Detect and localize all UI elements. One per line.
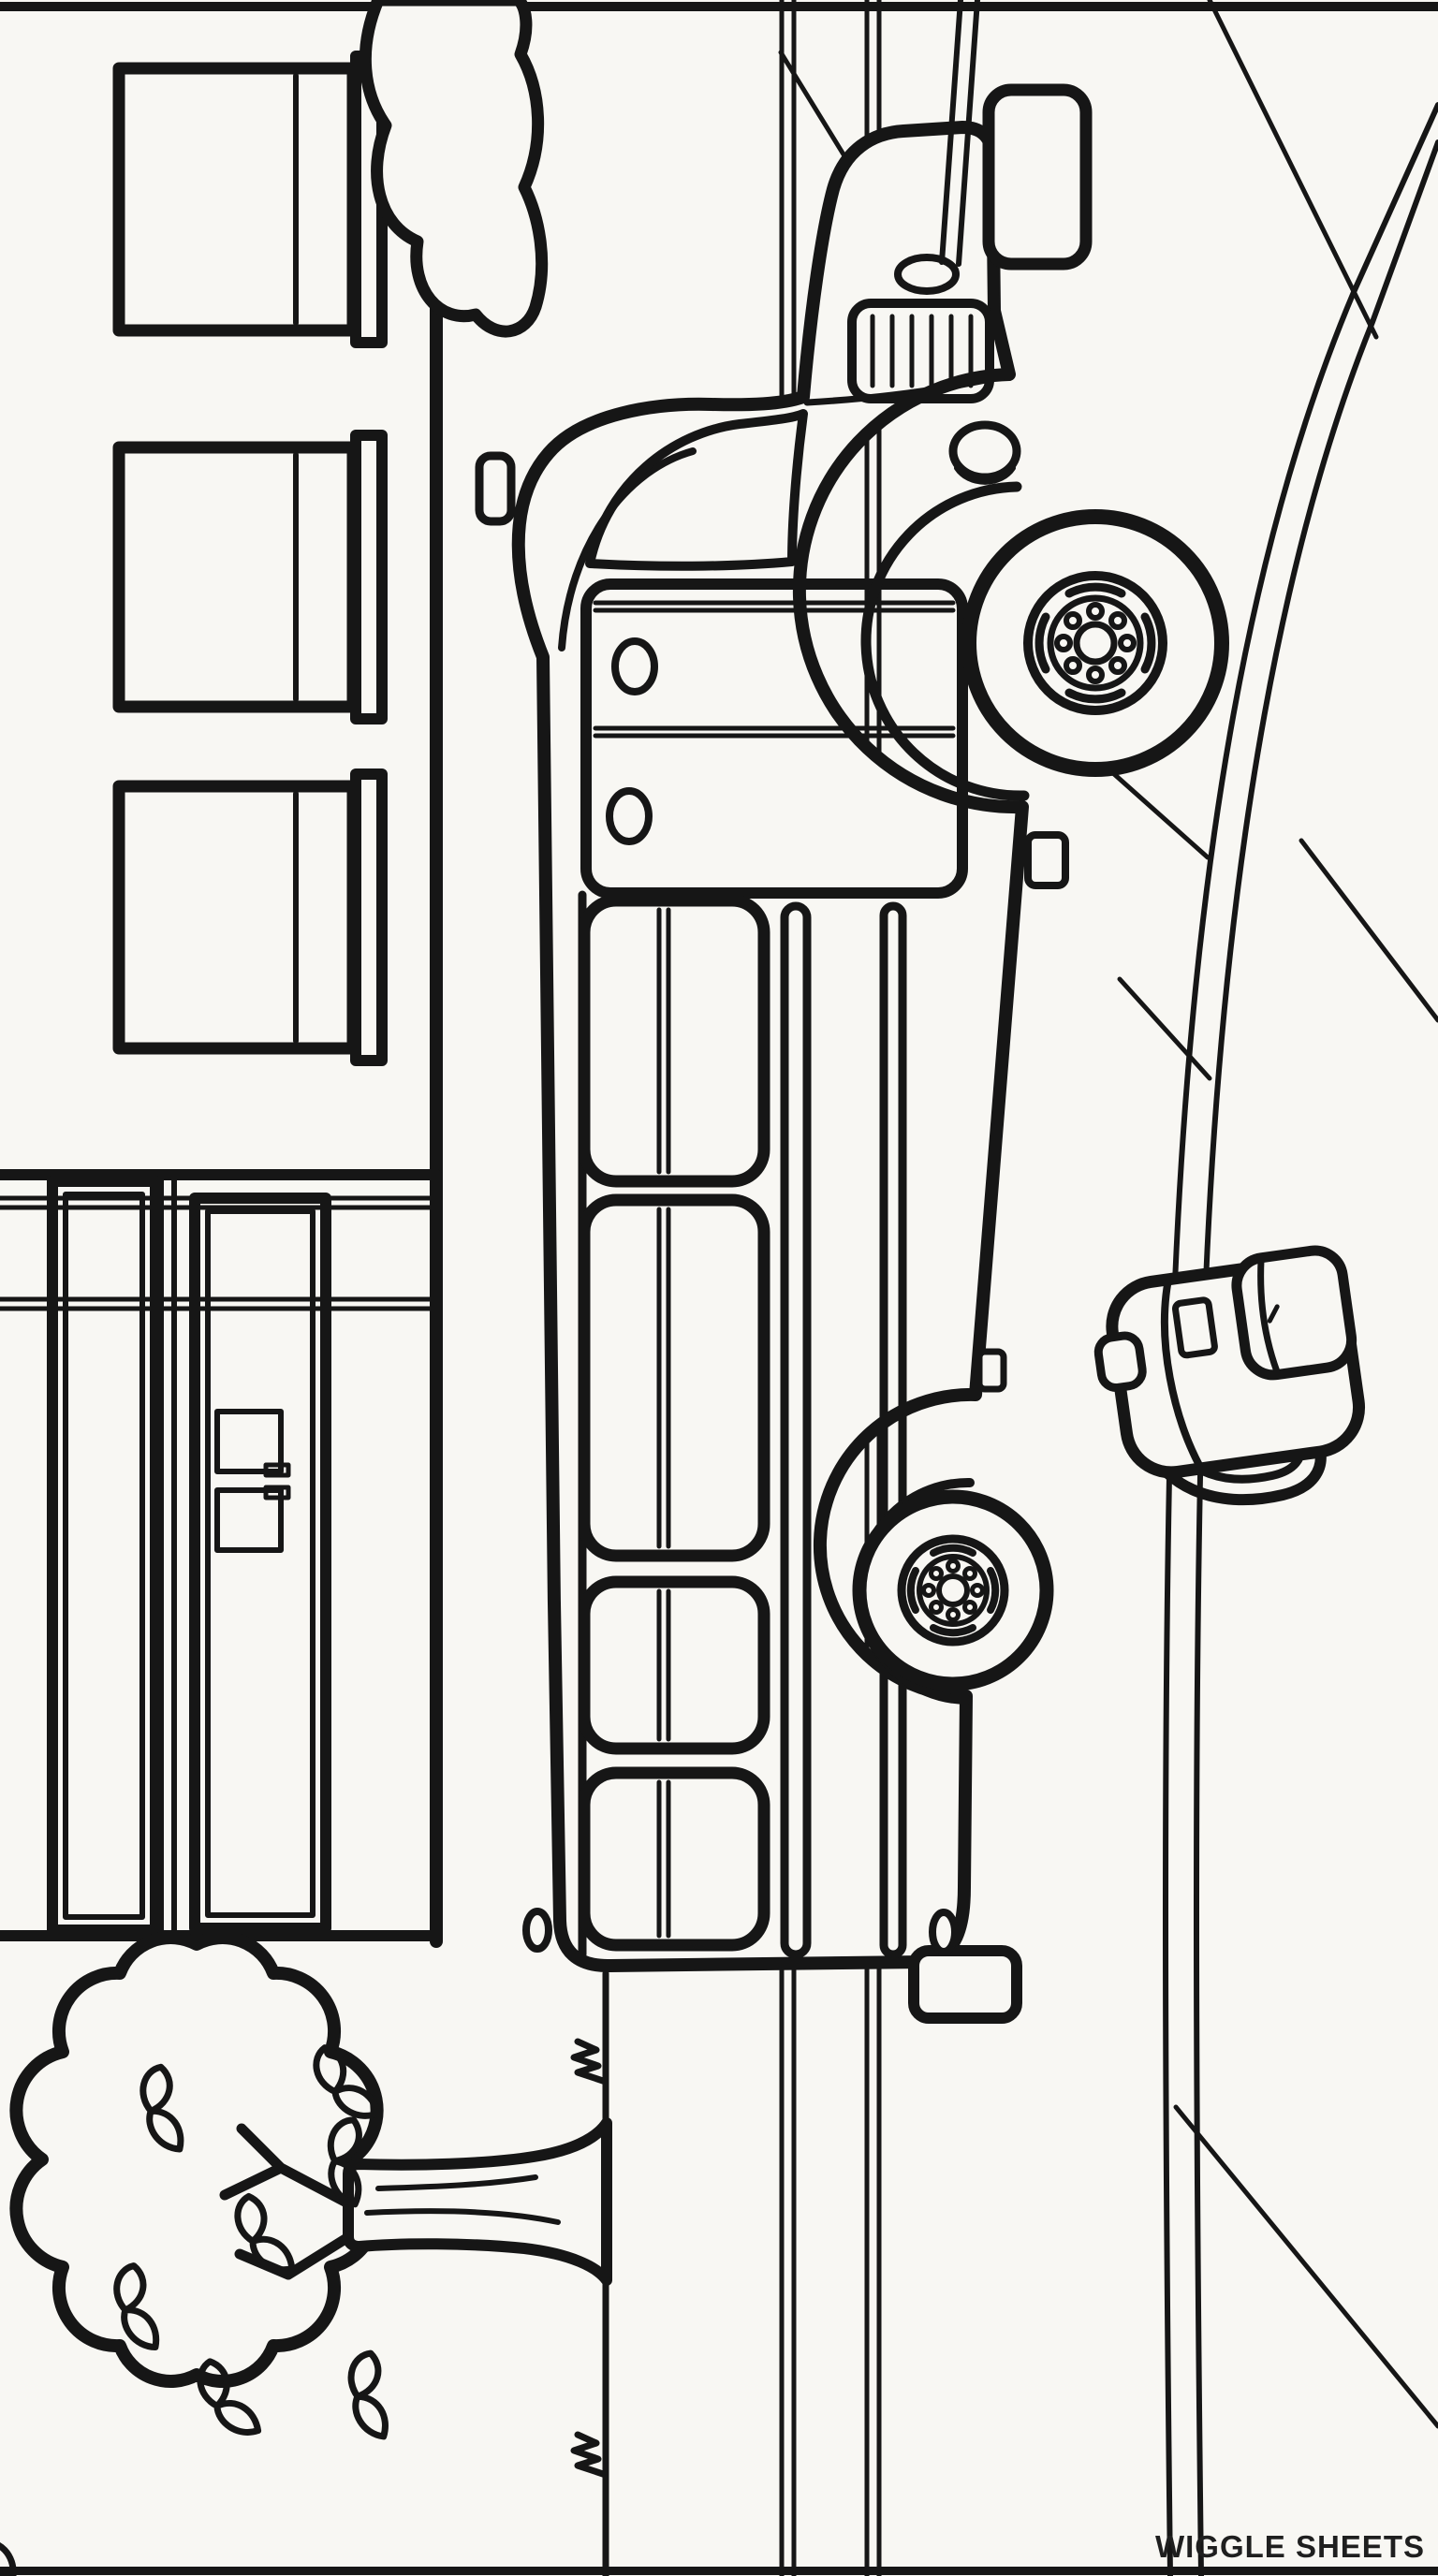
backpack-pocket: [1231, 1245, 1357, 1381]
backpack: [1093, 1245, 1366, 1506]
bus-rear-details: [522, 1908, 1022, 2024]
tree: [0, 1931, 612, 2576]
bus-door: [580, 578, 968, 899]
door-bars: [593, 600, 956, 739]
bus-window: [578, 1766, 770, 1952]
display-tag: [263, 1462, 291, 1478]
grille: [847, 299, 994, 403]
front-bumper: [982, 83, 1093, 271]
mud-flap: [1024, 831, 1069, 889]
wheel-bolts: [921, 1559, 985, 1622]
rear-taillight: [929, 1909, 959, 1955]
grass-tuft: [570, 2038, 609, 2086]
display-tag: [263, 1485, 291, 1500]
crossing-arm: [939, 0, 980, 267]
rim-slots: [906, 1544, 1000, 1637]
front-fender: [860, 481, 1030, 801]
display-pane: [214, 1409, 284, 1474]
door-window-light: [611, 637, 658, 695]
window-sill: [350, 430, 388, 724]
road-texture-lines: [778, 0, 1438, 2429]
trunk-bark-lines: [364, 2174, 561, 2225]
bush: [359, 0, 549, 338]
storefront-display-band: [189, 1193, 331, 1934]
headlight: [948, 420, 1021, 482]
backpack-top-pocket: [1093, 1331, 1147, 1393]
roof-vent: [475, 451, 516, 526]
building: [0, 0, 443, 1948]
storefront-transom: [47, 1176, 161, 1936]
door-window-light: [606, 787, 653, 845]
page-border-bottom: [0, 2567, 1438, 2575]
tree-trunk: [343, 2117, 612, 2286]
tree-canopy: [9, 1931, 384, 2388]
windshield: [585, 409, 808, 571]
building-window-2: [112, 430, 388, 724]
rear-bumper: [908, 1945, 1022, 2024]
bus-window: [578, 1193, 770, 1562]
rear-marker-light: [522, 1908, 552, 1953]
wheel-bolts: [1054, 602, 1137, 684]
pocket-zipper: [1257, 1256, 1281, 1375]
building-window-1: [112, 51, 388, 348]
tree-leaves: [0, 2039, 400, 2576]
bus-side-windows: [578, 894, 770, 1952]
rub-rail-upper: [780, 901, 812, 1959]
display-pane: [214, 1487, 284, 1553]
rim-slots: [1034, 582, 1156, 704]
tire: [961, 509, 1229, 777]
hood-cap: [894, 254, 960, 295]
rub-rail-lower: [879, 901, 907, 1959]
watermark-text: WIGGLE SHEETS: [1154, 2529, 1425, 2564]
tree-branches: [219, 2123, 354, 2280]
headlight-drum: [954, 465, 1016, 485]
grille-slats: [870, 314, 974, 388]
cowl-seam: [803, 373, 1007, 406]
backpack-seam: [1160, 1278, 1203, 1470]
bus-front-details: [847, 0, 1093, 485]
tire: [852, 1489, 1054, 1691]
zipper-pull: [1267, 1304, 1280, 1324]
mud-flap: [976, 1348, 1007, 1393]
backpack-patch: [1172, 1296, 1218, 1359]
storefront: [47, 1172, 331, 1939]
bus-window: [578, 1575, 770, 1755]
page-border-top: [0, 2, 1438, 11]
school-bus: [475, 0, 1229, 2024]
rim: [1023, 571, 1167, 715]
front-wheel: [961, 509, 1229, 777]
building-window-3: [112, 768, 388, 1066]
window-sill: [350, 768, 388, 1066]
hub: [936, 1573, 970, 1607]
bus-window: [578, 894, 770, 1188]
hub: [1073, 621, 1118, 666]
rim: [897, 1534, 1009, 1647]
grass-tuft: [570, 2431, 609, 2479]
rear-wheel: [852, 1489, 1054, 1691]
storefront-trim: [158, 1172, 177, 1939]
